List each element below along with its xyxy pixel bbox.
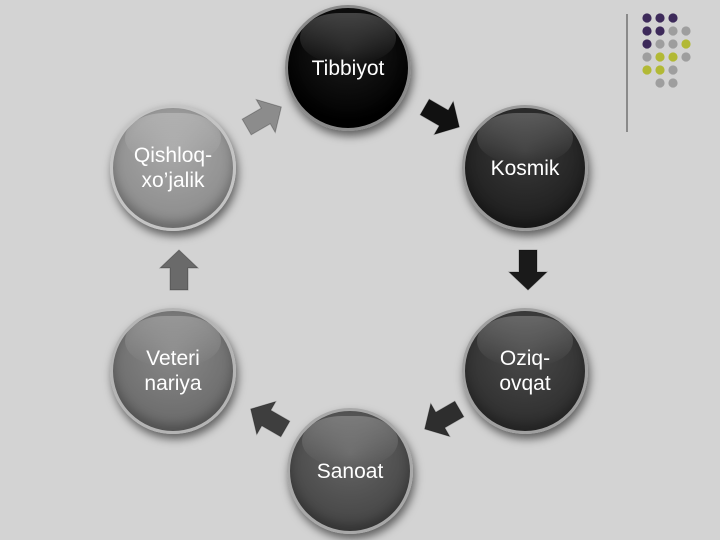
arrow-qishloq-xojalik-to-tibbiyot (234, 87, 294, 147)
node-sanoat: Sanoat (287, 408, 413, 534)
decorative-dot (668, 52, 678, 62)
node-qishloq-xojalik-label: Qishloq- xo’jalik (133, 144, 213, 192)
decorative-dot (668, 26, 678, 36)
decorative-dot (655, 52, 665, 62)
decorative-dot (642, 65, 652, 75)
decorative-dot (668, 65, 678, 75)
arrow-kosmik-to-oziq-ovqat (506, 248, 550, 292)
decorative-dot (642, 52, 652, 62)
node-sanoat-label: Sanoat (316, 459, 384, 483)
decorative-dot (655, 13, 665, 23)
node-oziq-ovqat: Oziq- ovqat (462, 308, 588, 434)
decorative-dot (681, 52, 691, 62)
decorative-dot (655, 78, 665, 88)
arrow-tibbiyot-to-kosmik (412, 87, 472, 147)
decorative-divider (626, 14, 628, 132)
node-veterinariya: Veteri nariya (110, 308, 236, 434)
decorative-dot (681, 39, 691, 49)
decorative-dot (655, 26, 665, 36)
node-qishloq-xojalik: Qishloq- xo’jalik (110, 105, 236, 231)
decorative-dot (642, 39, 652, 49)
decorative-dot-grid (642, 13, 691, 88)
node-kosmik: Kosmik (462, 105, 588, 231)
decorative-dot (668, 13, 678, 23)
arrow-veterinariya-to-qishloq-xojalik (157, 248, 201, 292)
decorative-dot (655, 65, 665, 75)
arrow-oziq-ovqat-to-sanoat (412, 389, 472, 449)
node-tibbiyot-label: Tibbiyot (311, 56, 385, 80)
decorative-dot (655, 39, 665, 49)
node-oziq-ovqat-label: Oziq- ovqat (499, 347, 551, 395)
arrow-sanoat-to-veterinariya (238, 389, 298, 449)
decorative-dot (642, 26, 652, 36)
decorative-dot (642, 13, 652, 23)
decorative-dot (668, 39, 678, 49)
node-veterinariya-label: Veteri nariya (144, 347, 202, 395)
decorative-dot (681, 26, 691, 36)
decorative-dot (668, 78, 678, 88)
node-tibbiyot: Tibbiyot (285, 5, 411, 131)
node-kosmik-label: Kosmik (490, 156, 560, 180)
